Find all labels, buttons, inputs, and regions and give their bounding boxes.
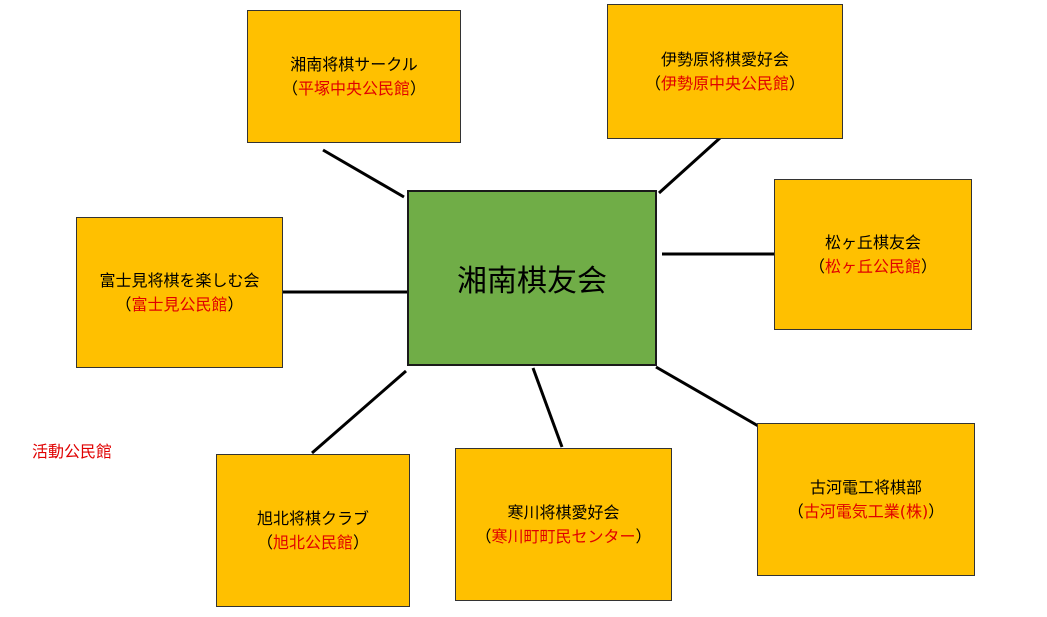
center-node: 湘南棋友会 (407, 190, 657, 366)
club-venue: （寒川町町民センター） (475, 526, 652, 546)
club-node-furukawa: 古河電工将棋部 （古河電気工業(株)） (757, 423, 975, 576)
club-name: 湘南将棋サークル (290, 54, 418, 74)
venue-text: 旭北公民館 (272, 532, 353, 552)
legend-label: 活動公民館 (32, 442, 113, 461)
venue-text: 古河電気工業(株) (803, 501, 929, 521)
club-node-samukawa: 寒川将棋愛好会 （寒川町町民センター） (455, 448, 672, 601)
club-node-shonan: 湘南将棋サークル （平塚中央公民館） (247, 10, 461, 143)
club-node-isehara: 伊勢原将棋愛好会 （伊勢原中央公民館） (607, 4, 843, 139)
club-node-kyokuhoku: 旭北将棋クラブ （旭北公民館） (216, 454, 410, 607)
club-name: 古河電工将棋部 (809, 477, 922, 497)
connector-samukawa (531, 367, 564, 448)
connector-kyokuhoku (311, 369, 407, 455)
club-node-matsugaoka: 松ヶ丘棋友会 （松ヶ丘公民館） (774, 179, 972, 330)
club-venue: （古河電気工業(株)） (787, 501, 945, 521)
club-name: 富士見将棋を楽しむ会 (99, 270, 260, 290)
venue-text: 富士見公民館 (131, 294, 228, 314)
club-name: 寒川将棋愛好会 (507, 502, 620, 522)
club-venue: （旭北公民館） (256, 532, 370, 552)
club-name: 伊勢原将棋愛好会 (660, 49, 789, 69)
venue-text: 平塚中央公民館 (297, 78, 410, 98)
connector-isehara (657, 136, 722, 195)
club-node-fujimi: 富士見将棋を楽しむ会 （富士見公民館） (76, 217, 283, 368)
venue-text: 寒川町町民センター (491, 526, 636, 546)
center-label: 湘南棋友会 (457, 264, 607, 299)
club-venue: （伊勢原中央公民館） (644, 73, 806, 93)
connector-furukawa (655, 365, 761, 429)
club-name: 松ヶ丘棋友会 (824, 232, 921, 252)
club-venue: （平塚中央公民館） (281, 78, 427, 98)
club-name: 旭北将棋クラブ (256, 508, 369, 528)
venue-text: 松ヶ丘公民館 (824, 256, 921, 276)
club-venue: （松ヶ丘公民館） (808, 256, 938, 276)
connector-shonan (322, 148, 405, 199)
club-venue: （富士見公民館） (115, 294, 244, 314)
venue-text: 伊勢原中央公民館 (660, 73, 789, 93)
